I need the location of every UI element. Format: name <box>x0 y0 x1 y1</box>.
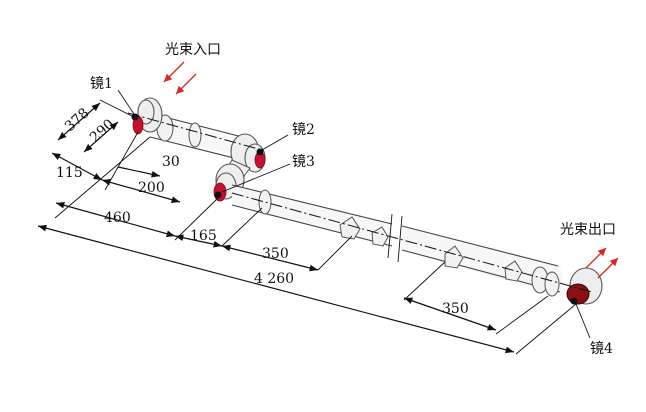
mirror4-label: 镜4 <box>590 341 613 357</box>
beam-out-arrows <box>585 247 619 279</box>
dim-165: 165 <box>190 228 217 244</box>
pipe-ring <box>188 122 202 148</box>
mirror3-reflector <box>213 182 227 202</box>
dim-115: 115 <box>56 165 83 181</box>
mirror4-housing <box>566 267 603 305</box>
dim-290: 290 <box>87 116 118 146</box>
dimension-lines <box>37 99 577 355</box>
dim-460: 460 <box>104 210 131 226</box>
mirror4-reflector <box>566 283 590 305</box>
beam-out-label: 光束出口 <box>560 222 616 238</box>
leader-lines <box>117 89 591 339</box>
mirror2-housing <box>230 133 266 173</box>
mirror3-housing <box>213 182 227 202</box>
mirror4-marker <box>570 297 578 305</box>
dim-4260: 4 260 <box>254 271 294 287</box>
beam-in-arrows <box>163 61 197 95</box>
dim-378: 378 <box>62 105 93 135</box>
dim-350-first: 350 <box>262 246 289 262</box>
mirror3-marker <box>214 191 222 199</box>
beam-in-label: 光束入口 <box>165 42 221 58</box>
mirror2-label: 镜2 <box>292 122 315 138</box>
mirror2-marker <box>256 148 264 156</box>
dim-200: 200 <box>138 180 165 196</box>
mirror1-label: 镜1 <box>90 76 113 92</box>
dim-350-second: 350 <box>442 301 469 317</box>
mirror3-label: 镜3 <box>292 154 315 170</box>
dim-30: 30 <box>162 154 180 170</box>
mirror1-housing <box>131 97 163 135</box>
